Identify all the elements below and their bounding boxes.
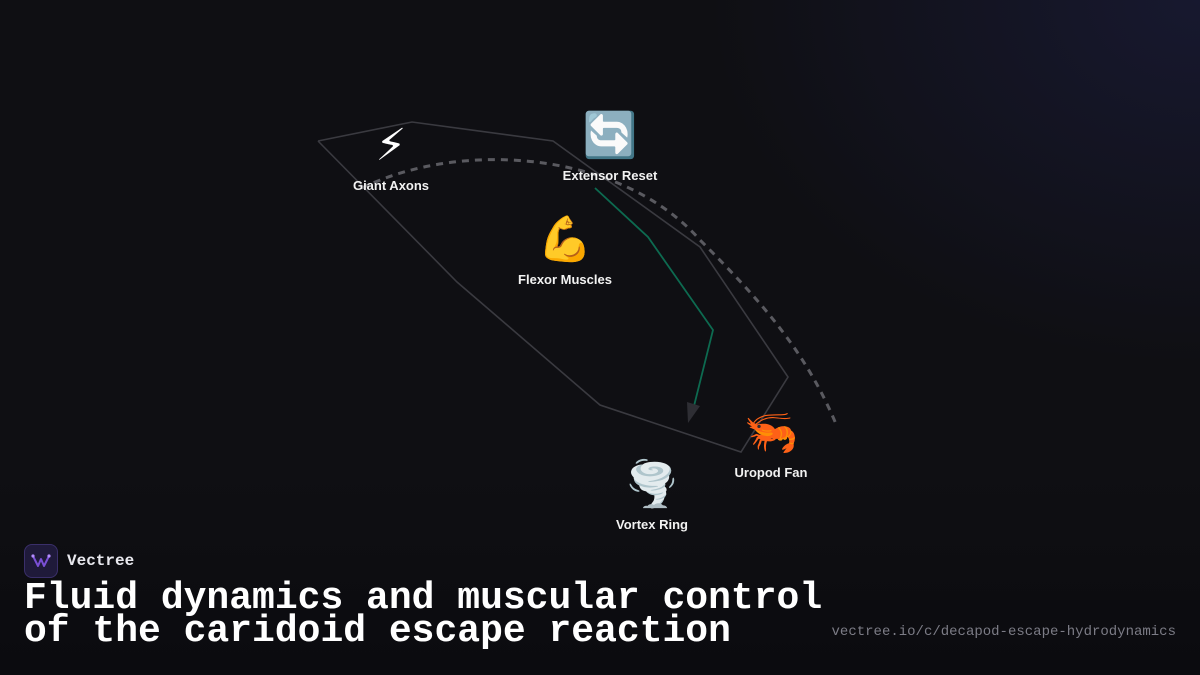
node-flexor-muscles[interactable]: 💪 Flexor Muscles xyxy=(518,214,612,287)
brand[interactable]: Vectree xyxy=(24,544,134,578)
node-label: Uropod Fan xyxy=(734,465,808,480)
node-label: Giant Axons xyxy=(352,178,430,193)
body-outline xyxy=(317,121,789,453)
flexed-bicep-icon: 💪 xyxy=(537,214,593,265)
node-extensor-reset[interactable]: 🔄 Extensor Reset xyxy=(563,110,658,183)
title-line-1: Fluid dynamics and muscular control xyxy=(24,577,823,620)
page-title: Fluid dynamics and muscular control of t… xyxy=(24,580,822,651)
cycle-arrows-icon: 🔄 xyxy=(582,110,638,161)
node-label: Extensor Reset xyxy=(562,168,658,183)
source-url[interactable]: vectree.io/c/decapod-escape-hydrodynamic… xyxy=(831,624,1176,640)
brand-name: Vectree xyxy=(67,552,135,570)
flow-arrowhead xyxy=(687,402,700,423)
node-uropod-fan[interactable]: 🦐 Uropod Fan xyxy=(735,407,808,480)
node-label: Vortex Ring xyxy=(616,517,688,532)
node-vortex-ring[interactable]: 🌪️ Vortex Ring xyxy=(616,459,688,532)
flow-path xyxy=(594,187,714,411)
tornado-icon: 🌪️ xyxy=(624,459,680,510)
vectree-logo-icon xyxy=(24,544,58,578)
dashed-arc xyxy=(361,158,838,425)
shrimp-icon: 🦐 xyxy=(743,407,799,458)
node-label: Flexor Muscles xyxy=(518,272,612,287)
title-line-2: of the caridoid escape reaction xyxy=(24,610,731,653)
node-giant-axons[interactable]: ⚡ Giant Axons xyxy=(353,120,429,193)
lightning-icon: ⚡ xyxy=(375,120,407,171)
